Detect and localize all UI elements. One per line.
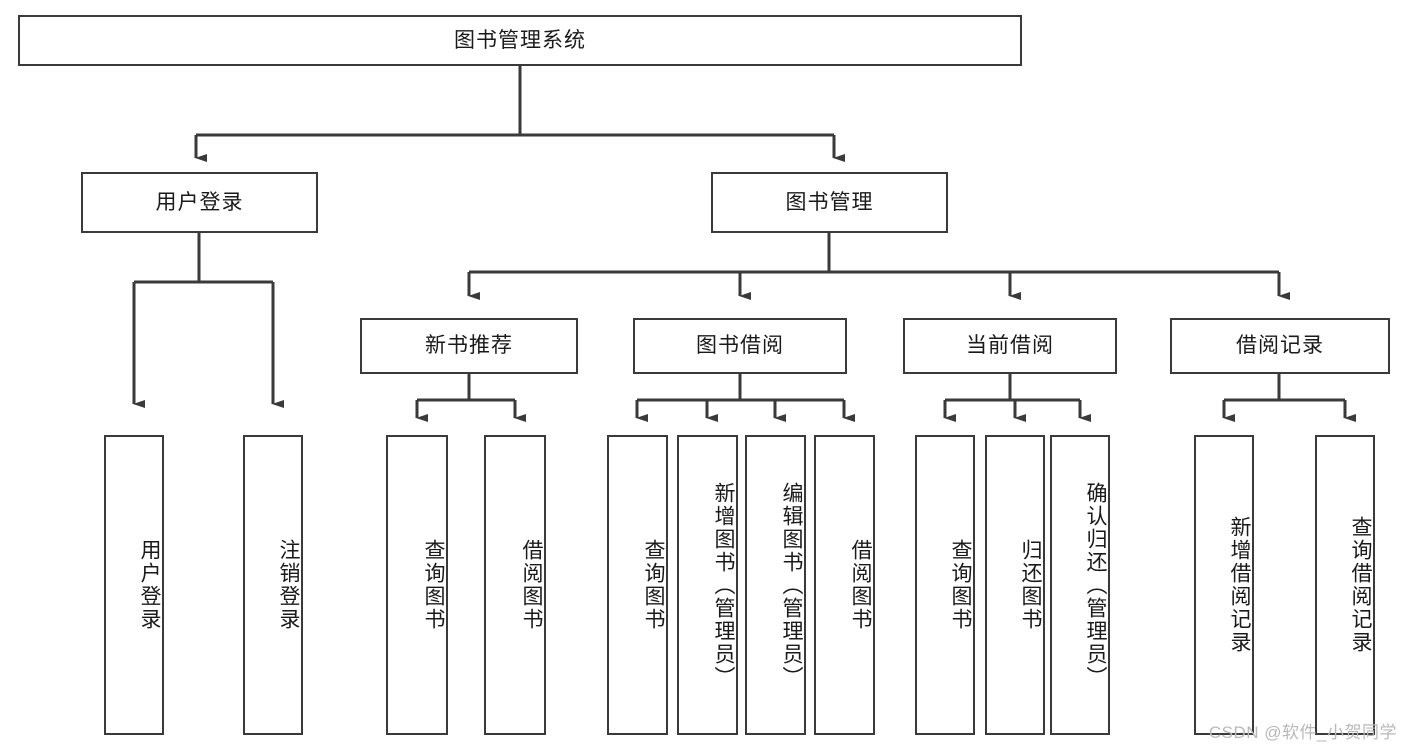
node-label: 查询借阅记录 <box>1349 516 1372 654</box>
leaf-current-return-book[interactable]: 归还图书 <box>985 435 1045 735</box>
node-label: 用户登录 <box>138 539 161 631</box>
node-label: 用户登录 <box>155 190 244 214</box>
node-label: 图书管理系统 <box>454 28 586 52</box>
node-label: 图书借阅 <box>696 334 784 358</box>
node-label: 新增借阅记录 <box>1228 516 1251 654</box>
node-label: 确认归还（管理员） <box>1084 481 1107 689</box>
node-book-management[interactable]: 图书管理 <box>711 172 948 233</box>
node-label: 查询图书 <box>949 539 972 631</box>
leaf-current-confirm-return-admin[interactable]: 确认归还（管理员） <box>1050 435 1110 735</box>
leaf-current-query-book[interactable]: 查询图书 <box>915 435 975 735</box>
leaf-borrow-add-book-admin[interactable]: 新增图书（管理员） <box>677 435 738 735</box>
node-label: 借阅图书 <box>520 539 543 631</box>
node-label: 查询图书 <box>422 539 445 631</box>
node-label: 查询图书 <box>642 539 665 631</box>
node-label: 借阅记录 <box>1236 334 1324 358</box>
node-label: 新书推荐 <box>425 334 513 358</box>
leaf-recommend-query-book[interactable]: 查询图书 <box>386 435 448 735</box>
leaf-recommend-borrow-book[interactable]: 借阅图书 <box>484 435 546 735</box>
node-label: 编辑图书（管理员） <box>780 481 803 689</box>
node-current-borrow[interactable]: 当前借阅 <box>903 318 1117 374</box>
node-borrow-record[interactable]: 借阅记录 <box>1170 318 1390 374</box>
node-book-borrow[interactable]: 图书借阅 <box>633 318 847 374</box>
leaf-borrow-query-book[interactable]: 查询图书 <box>607 435 668 735</box>
node-label: 归还图书 <box>1019 539 1042 631</box>
leaf-borrow-borrow-book[interactable]: 借阅图书 <box>814 435 875 735</box>
node-label: 新增图书（管理员） <box>712 481 735 689</box>
leaf-borrow-edit-book-admin[interactable]: 编辑图书（管理员） <box>745 435 806 735</box>
leaf-record-query-record[interactable]: 查询借阅记录 <box>1315 435 1375 735</box>
node-root-system[interactable]: 图书管理系统 <box>18 15 1022 66</box>
node-new-book-recommend[interactable]: 新书推荐 <box>360 318 578 374</box>
node-user-login[interactable]: 用户登录 <box>81 172 318 233</box>
leaf-user-login-login[interactable]: 用户登录 <box>104 435 164 735</box>
node-label: 注销登录 <box>277 539 300 631</box>
leaf-record-add-record[interactable]: 新增借阅记录 <box>1194 435 1254 735</box>
node-label: 当前借阅 <box>966 334 1054 358</box>
leaf-user-login-logout[interactable]: 注销登录 <box>243 435 303 735</box>
node-label: 借阅图书 <box>849 539 872 631</box>
watermark-text: CSDN @软件_小贺同学 <box>1208 723 1397 742</box>
node-label: 图书管理 <box>785 190 874 214</box>
